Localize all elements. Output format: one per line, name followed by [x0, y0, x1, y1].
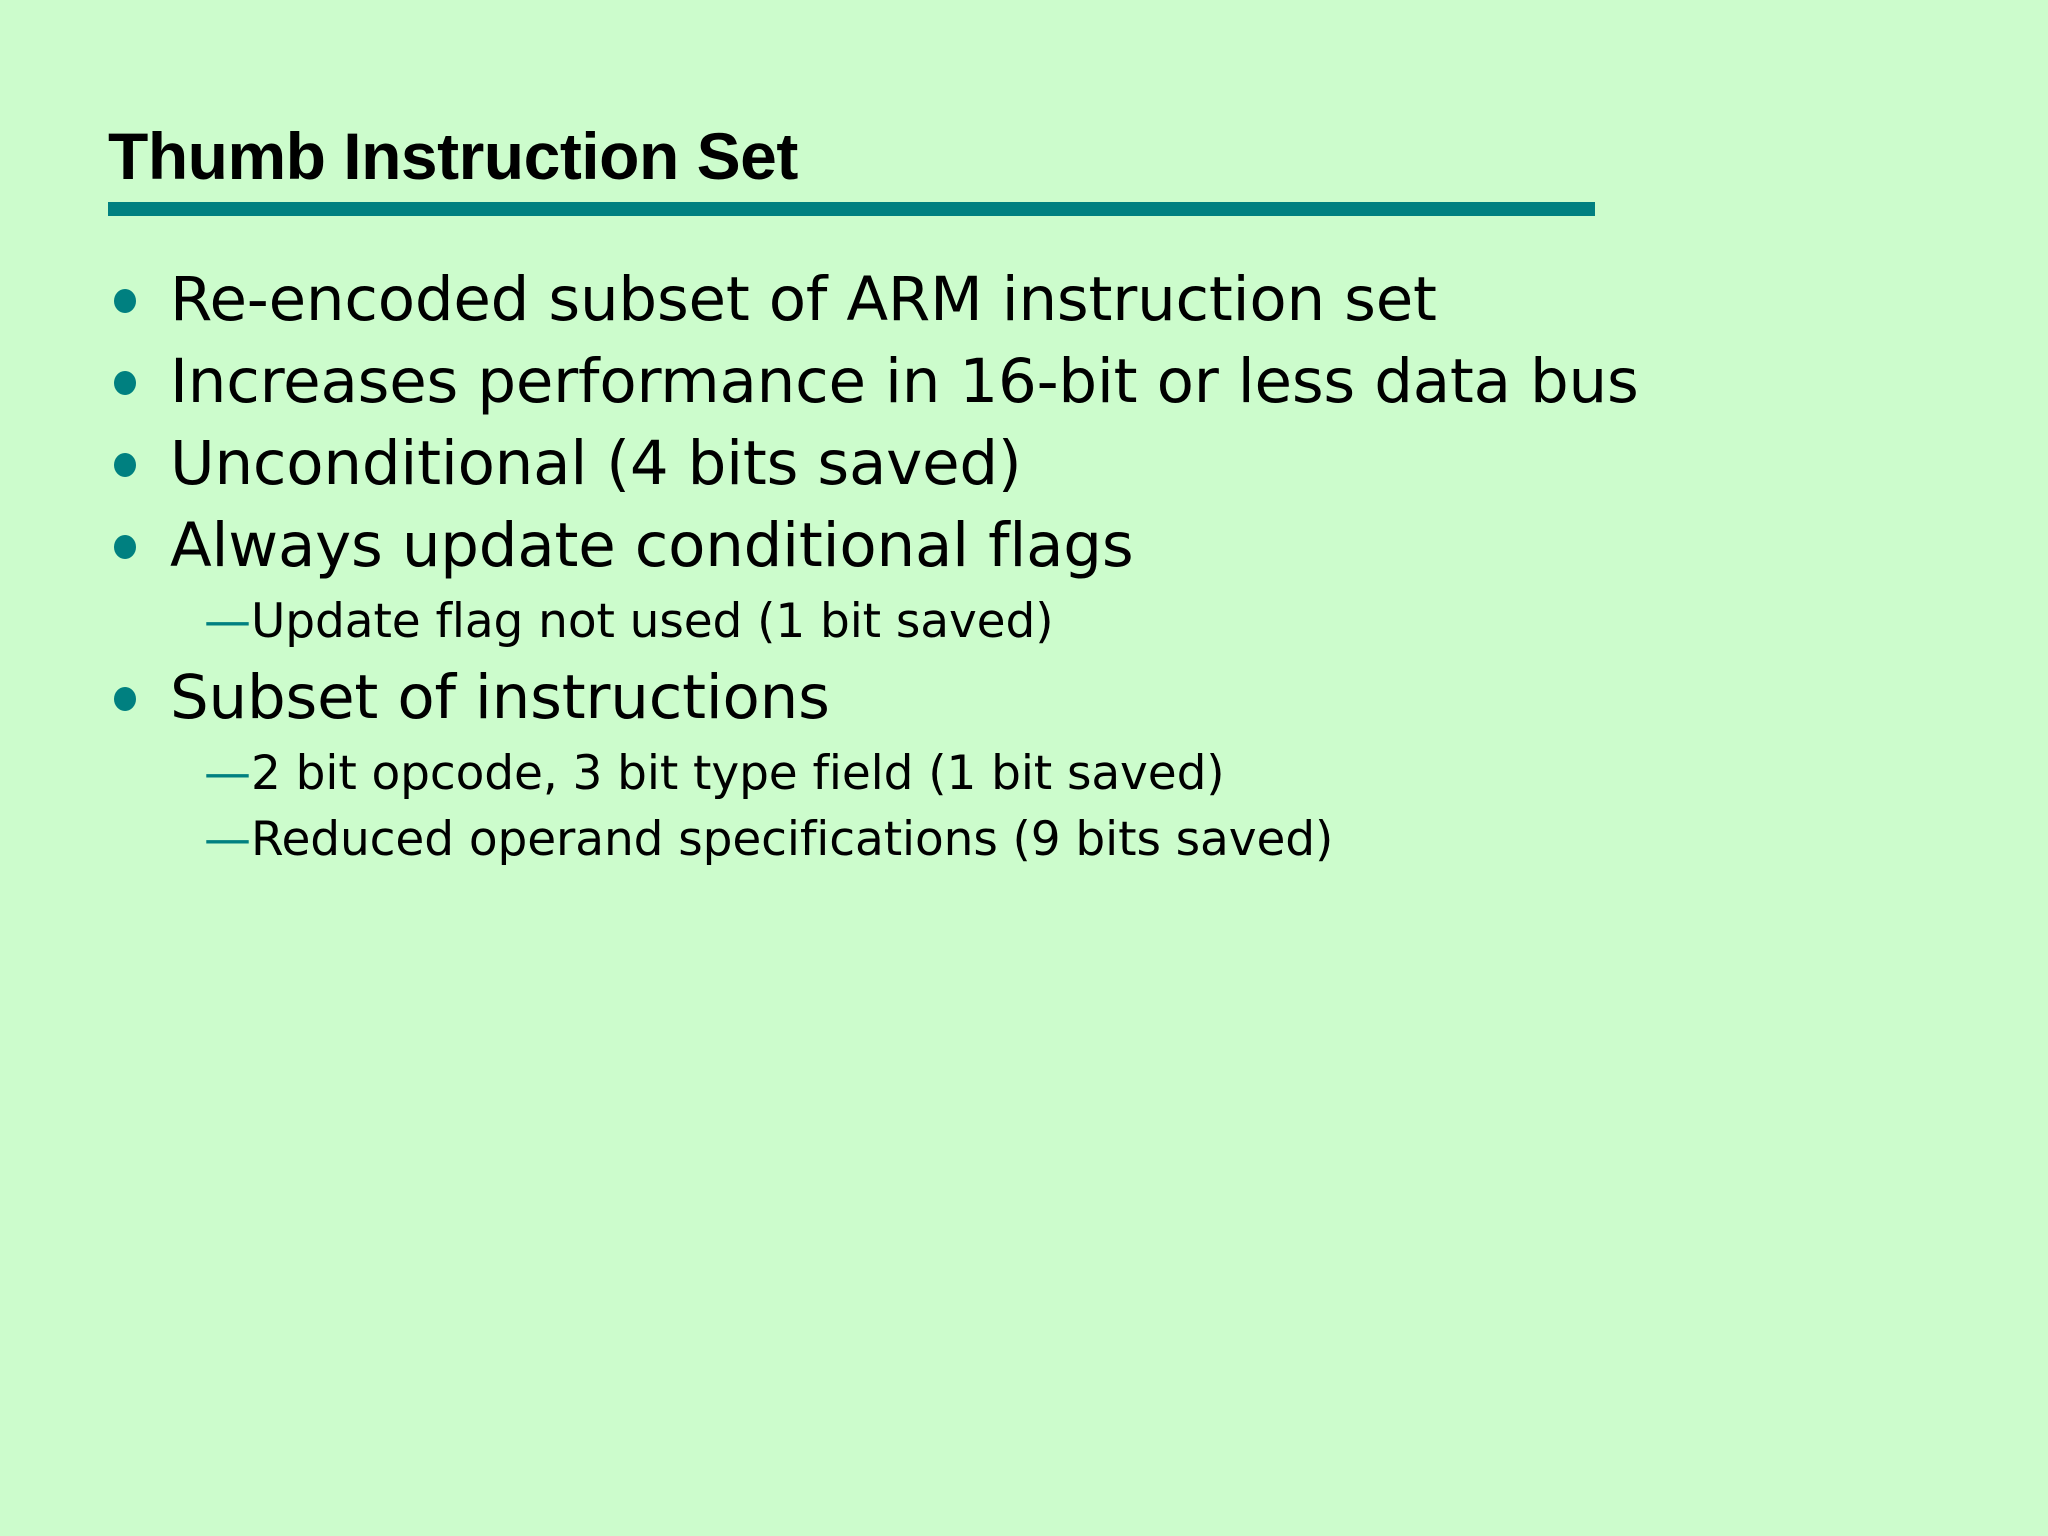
list-item: Increases performance in 16-bit or less …	[108, 344, 1938, 420]
list-item: Re-encoded subset of ARM instruction set	[108, 262, 1938, 338]
list-item: Always update conditional flags	[108, 508, 1938, 584]
sub-list-item: — 2 bit opcode, 3 bit type field (1 bit …	[204, 742, 1938, 806]
sub-list-item: — Reduced operand specifications (9 bits…	[204, 808, 1938, 872]
bullet-dot-icon	[108, 344, 170, 420]
sub-list-item-label: Reduced operand specifications (9 bits s…	[251, 812, 1334, 867]
list-item: Unconditional (4 bits saved)	[108, 426, 1938, 502]
bullet-dot-icon	[108, 426, 170, 502]
list-item-label: Increases performance in 16-bit or less …	[170, 346, 1639, 417]
sub-list-item-label: 2 bit opcode, 3 bit type field (1 bit sa…	[251, 746, 1225, 801]
list-item: Subset of instructions	[108, 660, 1938, 736]
list-item-label: Re-encoded subset of ARM instruction set	[170, 264, 1437, 335]
bullet-dot-icon	[108, 262, 170, 338]
sub-list-item-label: Update flag not used (1 bit saved)	[251, 594, 1054, 649]
list-item-label: Subset of instructions	[170, 662, 830, 733]
title-underline-rule	[108, 202, 1595, 216]
list-item-label: Unconditional (4 bits saved)	[170, 428, 1022, 499]
bullet-dot-icon	[108, 660, 170, 736]
bullet-dot-icon	[108, 508, 170, 584]
title-block: Thumb Instruction Set	[108, 118, 1598, 216]
page-title: Thumb Instruction Set	[108, 119, 798, 193]
sub-list-item: — Update flag not used (1 bit saved)	[204, 590, 1938, 654]
em-dash-icon: —	[204, 812, 251, 867]
bullet-list: Re-encoded subset of ARM instruction set…	[108, 262, 1938, 874]
em-dash-icon: —	[204, 746, 251, 801]
list-item-label: Always update conditional flags	[170, 510, 1134, 581]
em-dash-icon: —	[204, 594, 251, 649]
